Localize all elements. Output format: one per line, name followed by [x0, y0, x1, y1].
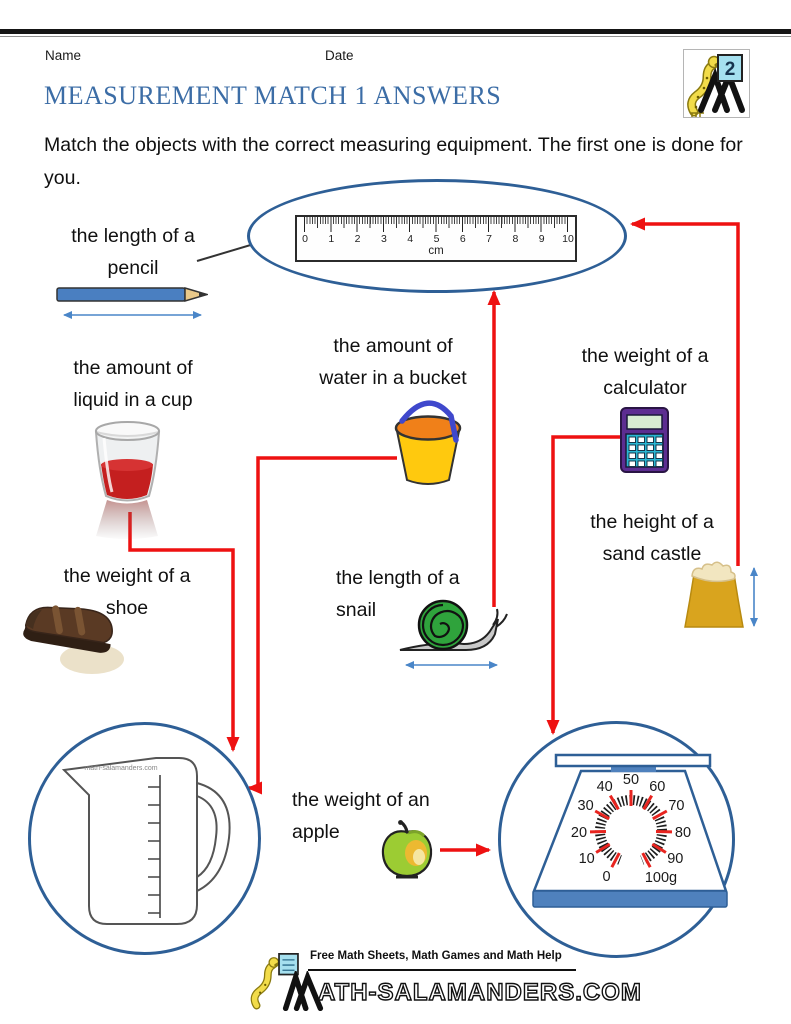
bucket-image	[394, 400, 462, 485]
cup-reflection	[96, 500, 158, 539]
jug-handle-inner	[196, 795, 218, 878]
label-cup: the amount of liquid in a cup	[18, 352, 248, 416]
ruler-tick-9: 9	[538, 233, 545, 245]
label-apple-line1: the weight of an	[292, 789, 430, 811]
weighing-scale-image	[532, 753, 728, 908]
dial-0: 0	[602, 869, 611, 886]
shoe-strap-1	[52, 605, 63, 634]
label-shoe-line2: shoe	[105, 597, 149, 619]
label-snail-line2: snail	[336, 599, 377, 621]
grade-number: 2	[725, 59, 736, 80]
label-snail: the length of a snail	[336, 562, 496, 626]
footer-mm-monogram	[282, 971, 324, 1011]
calculator-image	[620, 407, 669, 473]
cup-image	[94, 421, 161, 539]
apple-image	[381, 820, 433, 879]
dial-100g: 100g	[644, 870, 678, 887]
label-calculator-line2: calculator	[603, 377, 687, 399]
salamander-feet	[690, 112, 704, 117]
sandcastle-image	[684, 561, 744, 628]
calculator-keys	[628, 436, 663, 467]
shoe-image	[23, 605, 124, 674]
ruler-tick-7: 7	[486, 233, 493, 245]
label-pencil-line2: pencil	[107, 257, 159, 279]
label-sandcastle-line2: sand castle	[602, 543, 702, 565]
footer-wordmark: ath-salamanders.com	[282, 971, 642, 1011]
label-cup-line1: the amount of	[73, 357, 193, 379]
label-apple-line2: apple	[292, 821, 340, 843]
date-label: Date	[325, 48, 354, 63]
ruler-tick-6: 6	[459, 233, 466, 245]
label-shoe: the weight of a shoe	[12, 560, 242, 624]
dial-90: 90	[667, 850, 684, 867]
label-sandcastle: the height of a sand castle	[537, 506, 767, 570]
math-salamanders-grade-logo: 2	[683, 49, 750, 118]
footer-tagline: Free Math Sheets, Math Games and Math He…	[310, 950, 562, 962]
footer-rule	[308, 969, 576, 971]
label-cup-line2: liquid in a cup	[73, 389, 193, 411]
grade-logo-graphic: 2	[687, 54, 745, 117]
bucket-handle	[399, 400, 459, 443]
jug-scale-marks	[148, 775, 161, 918]
footer-logo: Free Math Sheets, Math Games and Math He…	[248, 944, 642, 1020]
page-title: MEASUREMENT MATCH 1 ANSWERS	[44, 81, 502, 110]
shoe-strap-2	[74, 606, 86, 636]
dial-70: 70	[668, 798, 685, 815]
label-pencil: the length of a pencil	[18, 220, 248, 284]
jug-handle-outer	[196, 782, 231, 892]
label-shoe-line1: the weight of a	[63, 565, 191, 587]
ruler-tick-5: 5	[433, 233, 440, 245]
label-calculator: the weight of a calculator	[530, 340, 760, 404]
label-bucket-line1: the amount of	[333, 335, 453, 357]
snail-antennae	[492, 608, 508, 628]
connector-calculator-to-scale	[546, 435, 620, 735]
label-snail-line1: the length of a	[336, 567, 460, 589]
top-rule-thick	[0, 29, 791, 34]
weighing-scale-circle: 0 10 20 30 40 50 60 70 80 90 100g	[498, 721, 735, 958]
ruler-tick-10: 10	[562, 233, 574, 245]
pencil-image	[56, 286, 208, 303]
ruler-major-ticks	[304, 217, 569, 232]
connector-cup-to-jug	[128, 512, 240, 752]
ruler-tick-2: 2	[354, 233, 361, 245]
label-apple: the weight of an apple	[292, 784, 472, 848]
ruler-tick-0: 0	[302, 233, 308, 245]
snail-image	[399, 599, 508, 651]
snail-shell-spiral	[421, 603, 465, 647]
label-bucket-line2: water in a bucket	[319, 367, 467, 389]
dial-50: 50	[622, 771, 640, 788]
dial-30: 30	[577, 798, 594, 815]
measuring-jug-circle: math-salamanders.com	[28, 722, 261, 955]
dial-60: 60	[649, 778, 666, 795]
ruler-tick-4: 4	[407, 233, 414, 245]
ruler: 0 1 2 3 4 5 6 7 8 9 10 cm	[295, 215, 577, 262]
footer-salamander	[250, 953, 299, 1010]
instructions-text: Match the objects with the correct measu…	[44, 134, 743, 189]
dial-20: 20	[570, 824, 588, 841]
label-pencil-line1: the length of a	[71, 225, 195, 247]
dial-80: 80	[674, 824, 692, 841]
grade-board	[717, 54, 743, 82]
dial-10: 10	[578, 850, 595, 867]
dial-40: 40	[596, 778, 613, 795]
shoe-toe	[25, 609, 42, 630]
top-rule-thin	[0, 36, 791, 37]
jug-watermark: math-salamanders.com	[84, 765, 157, 772]
footer-board-math	[282, 959, 295, 971]
label-calculator-line1: the weight of a	[581, 345, 709, 367]
label-sandcastle-line1: the height of a	[590, 511, 714, 533]
label-bucket: the amount of water in a bucket	[278, 330, 508, 394]
name-label: Name	[45, 48, 82, 63]
ruler-tick-8: 8	[512, 233, 519, 245]
ruler-unit-label: cm	[428, 245, 444, 257]
cup-highlight	[102, 437, 114, 493]
measuring-jug-image: math-salamanders.com	[61, 757, 231, 925]
footer-site-name: ath-salamanders.com	[317, 978, 642, 1006]
ruler-tick-1: 1	[328, 233, 335, 245]
ruler-tick-3: 3	[380, 233, 387, 245]
scale-dial-major-ticks	[589, 790, 673, 868]
